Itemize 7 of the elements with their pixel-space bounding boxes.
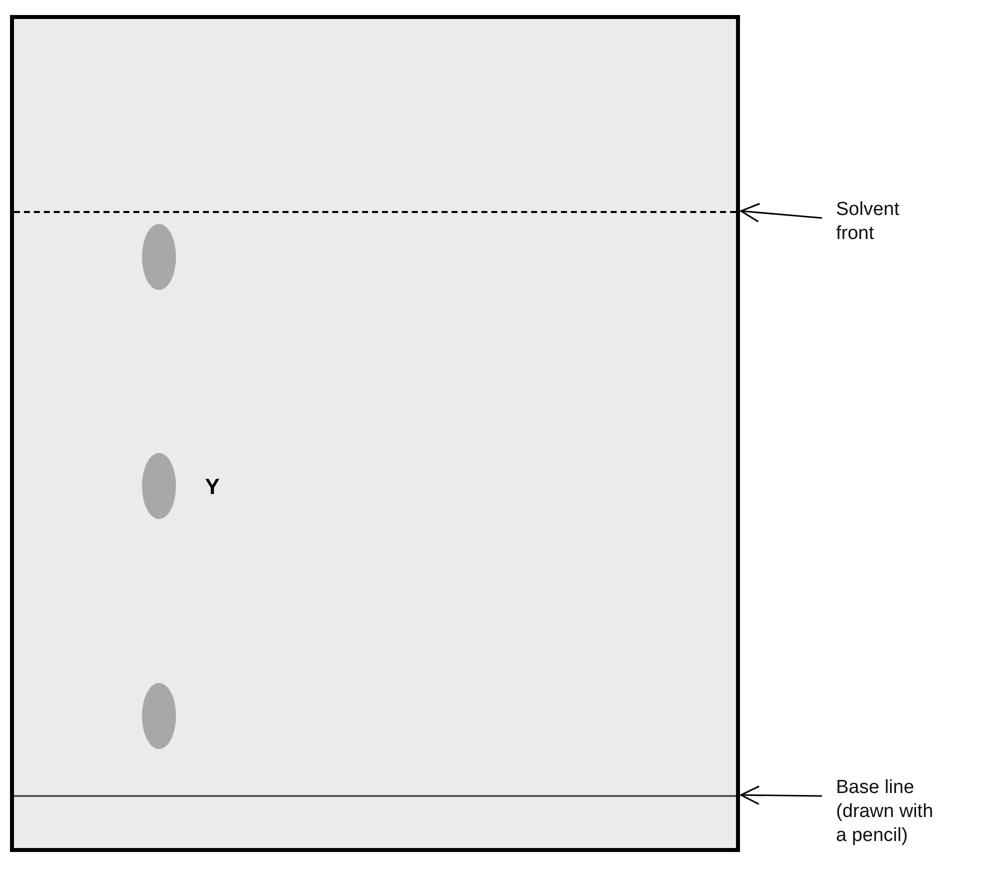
base-line [14,795,736,797]
callout-text: Solvent front [836,198,916,246]
solvent-front-line [14,211,736,213]
callout-text: Base line (drawn with a pencil) [836,776,948,848]
leader-line [740,202,822,222]
leader-line [740,785,822,806]
spot-label: Y [205,474,220,500]
